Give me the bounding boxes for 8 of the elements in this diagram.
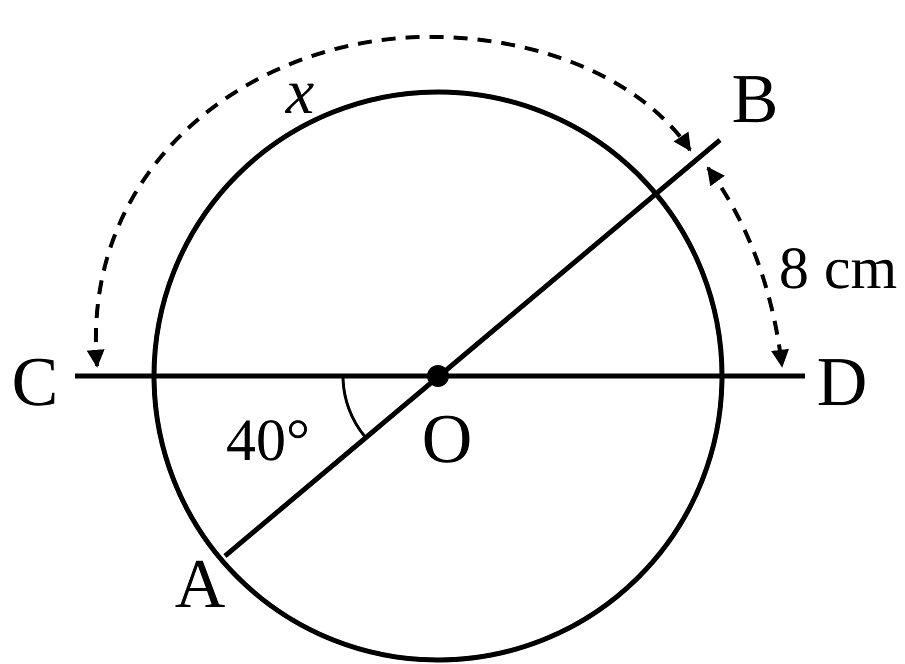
arc-length-label: x (286, 60, 314, 124)
point-label: O (422, 405, 472, 475)
point-label: C (12, 348, 58, 418)
angle-label: 40° (226, 410, 310, 470)
length-label: 8 cm (778, 238, 898, 298)
point-label: D (816, 348, 868, 418)
point-label: A (174, 550, 226, 620)
point-label: B (732, 65, 778, 135)
